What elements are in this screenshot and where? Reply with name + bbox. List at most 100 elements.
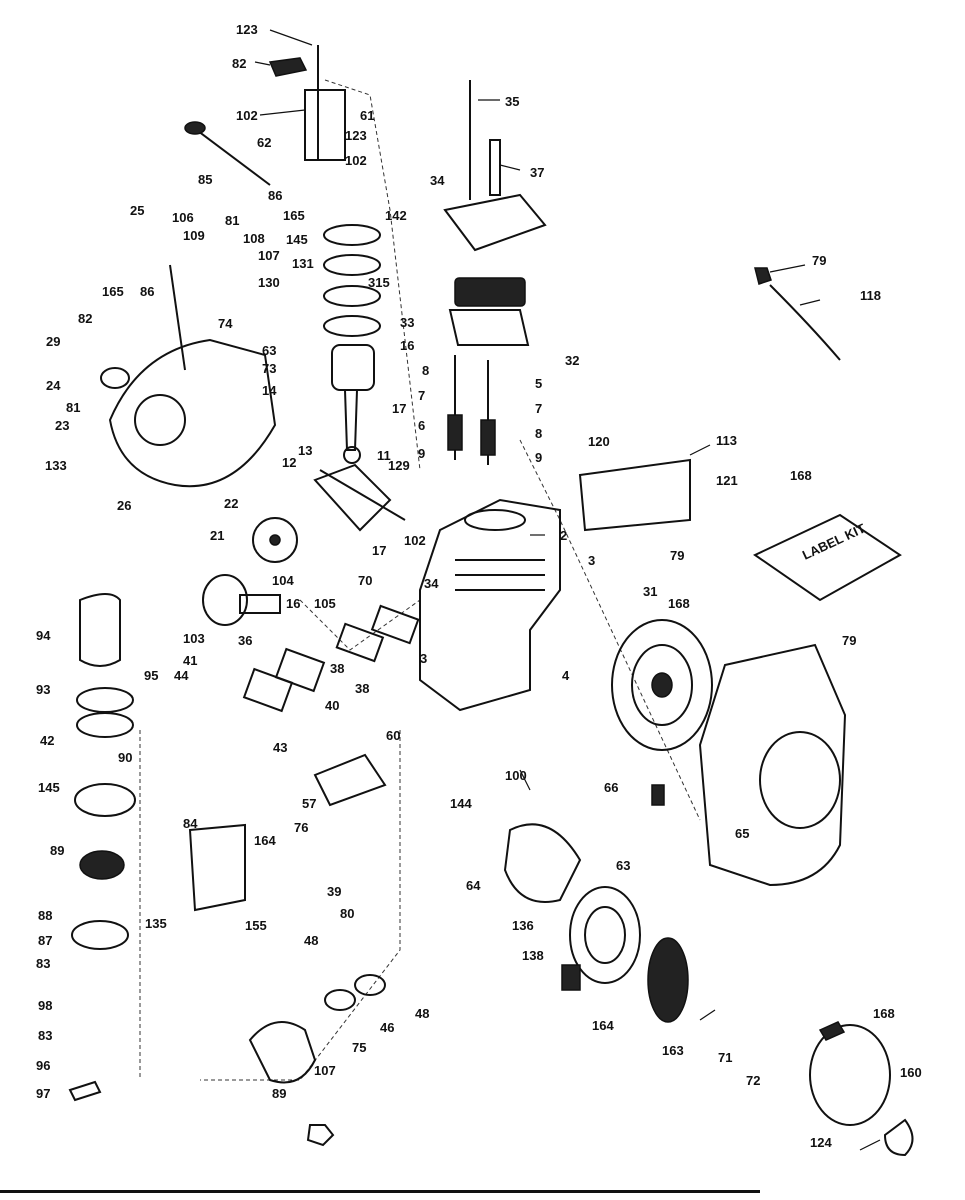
callout-label: 4 <box>562 668 570 683</box>
callout-label: 144 <box>450 796 472 811</box>
callout-label: 82 <box>78 311 92 326</box>
muffler <box>202 574 281 626</box>
callout-label: 106 <box>172 210 194 225</box>
callout-label: 29 <box>46 334 60 349</box>
callout-label: 17 <box>392 401 406 416</box>
callout-label: 136 <box>512 918 534 933</box>
callout-label: 34 <box>430 173 445 188</box>
callout-label: 32 <box>565 353 579 368</box>
callout-label: 164 <box>592 1018 614 1033</box>
recoil-starter <box>809 1021 914 1157</box>
callout-label: 94 <box>36 628 51 643</box>
callout-label: 60 <box>386 728 400 743</box>
gaskets <box>242 604 420 713</box>
callout-label: 85 <box>198 172 212 187</box>
callout-label: 62 <box>257 135 271 150</box>
callout-label: 107 <box>258 248 280 263</box>
callout-label: 24 <box>46 378 61 393</box>
callout-label: 3 <box>588 553 595 568</box>
callout-label: 120 <box>588 434 610 449</box>
callout-label: 102 <box>236 108 258 123</box>
callout-label: 16 <box>400 338 414 353</box>
callout-label: 89 <box>50 843 64 858</box>
callout-label: 142 <box>385 208 407 223</box>
callout-label: 8 <box>535 426 542 441</box>
crankshaft <box>252 463 406 563</box>
callout-label: 90 <box>118 750 132 765</box>
callout-label: 31 <box>643 584 657 599</box>
callout-label: 79 <box>812 253 826 268</box>
callout-label: 42 <box>40 733 54 748</box>
callout-label: 145 <box>286 232 308 247</box>
callout-label: 100 <box>505 768 527 783</box>
callout-label: 95 <box>144 668 158 683</box>
callout-label: 96 <box>36 1058 50 1073</box>
callout-label: 168 <box>873 1006 895 1021</box>
fuel-line <box>754 267 841 361</box>
callout-label: 5 <box>535 376 542 391</box>
callout-label: 43 <box>273 740 287 755</box>
callout-label: 48 <box>304 933 318 948</box>
callout-label: 36 <box>238 633 252 648</box>
callout-label: 83 <box>38 1028 52 1043</box>
callout-label: 113 <box>716 433 737 448</box>
callout-label: 93 <box>36 682 50 697</box>
callout-label: 97 <box>36 1086 50 1101</box>
callout-label: 123 <box>236 22 258 37</box>
crankcase-cover <box>100 264 277 488</box>
callout-label: 315 <box>368 275 390 290</box>
callout-label: 9 <box>418 446 425 461</box>
callout-label: 25 <box>130 203 144 218</box>
callout-label: 41 <box>183 653 197 668</box>
callout-label: 38 <box>355 681 369 696</box>
callout-label: 34 <box>424 576 439 591</box>
cylinder-head <box>443 80 547 346</box>
callout-label: 86 <box>268 188 282 203</box>
air-cleaner-base <box>188 753 387 912</box>
callout-label: 109 <box>183 228 205 243</box>
callout-label: 16 <box>286 596 300 611</box>
callout-label: 7 <box>535 401 542 416</box>
callout-label: 104 <box>272 573 294 588</box>
callout-label: 33 <box>400 315 414 330</box>
callout-label: 44 <box>174 668 189 683</box>
callout-label: 76 <box>294 820 308 835</box>
callout-label: 74 <box>218 316 233 331</box>
callout-label: 61 <box>360 108 374 123</box>
callout-label: 40 <box>325 698 339 713</box>
callout-label: 72 <box>746 1073 760 1088</box>
callout-label: 165 <box>283 208 305 223</box>
blower-housing <box>698 643 847 887</box>
valves-and-springs <box>447 355 496 465</box>
callout-label: 83 <box>36 956 50 971</box>
callout-label: 135 <box>145 916 167 931</box>
callout-label: 63 <box>262 343 276 358</box>
cylinder-shield <box>578 458 691 532</box>
callout-label: 79 <box>842 633 856 648</box>
callout-label: 65 <box>735 826 749 841</box>
callout-label: 81 <box>225 213 239 228</box>
callout-label: 88 <box>38 908 52 923</box>
callout-label: 80 <box>340 906 354 921</box>
callout-label: 102 <box>404 533 426 548</box>
callout-label: 26 <box>117 498 131 513</box>
callout-label: 130 <box>258 275 280 290</box>
callout-label: 63 <box>616 858 630 873</box>
callout-label: 79 <box>670 548 684 563</box>
callout-label: 133 <box>45 458 67 473</box>
engine-block <box>419 498 561 712</box>
callout-label: 138 <box>522 948 544 963</box>
callout-label: 17 <box>372 543 386 558</box>
callout-label: 160 <box>900 1065 922 1080</box>
callout-label: 82 <box>232 56 246 71</box>
callout-label: 123 <box>345 128 367 143</box>
callout-label: 8 <box>422 363 429 378</box>
callout-label: 13 <box>298 443 312 458</box>
callout-label: 107 <box>314 1063 336 1078</box>
callout-label: 12 <box>282 455 296 470</box>
callout-label: 87 <box>38 933 52 948</box>
callout-label: 35 <box>505 94 519 109</box>
callout-label: 168 <box>668 596 690 611</box>
callout-label: 66 <box>604 780 618 795</box>
